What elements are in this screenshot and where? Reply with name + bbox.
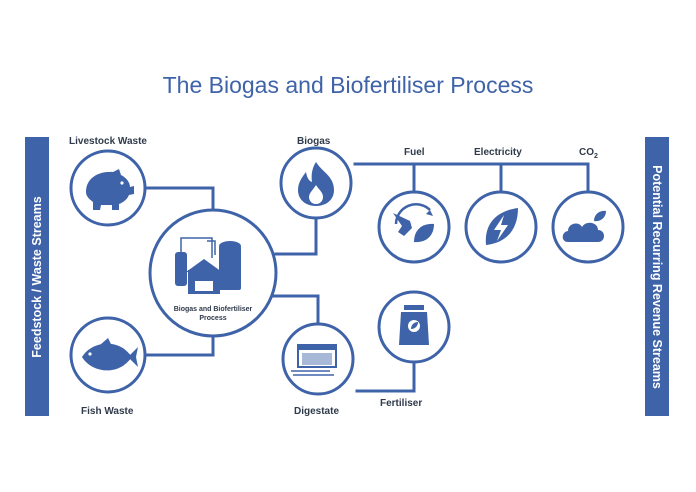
electricity-label: Electricity (474, 147, 522, 158)
fuel-nozzle-leaf-icon (393, 203, 434, 243)
biogas-node (279, 146, 353, 220)
flame-icon (298, 162, 334, 206)
connector-digestate (268, 294, 320, 328)
connector-fish (142, 332, 215, 357)
fish-icon (82, 338, 138, 371)
electricity-node (464, 190, 538, 264)
fish-waste-node (69, 316, 147, 394)
digestate-tank-icon (291, 344, 337, 376)
co2-label-subscript: 2 (594, 153, 598, 160)
process-label-line1: Biogas and Biofertiliser (173, 306, 253, 313)
digestate-node (281, 322, 355, 396)
biogas-label: Biogas (297, 136, 331, 147)
livestock-waste-label: Livestock Waste (69, 136, 147, 147)
process-label-line2: Process (199, 315, 227, 322)
fuel-label: Fuel (404, 147, 425, 158)
co2-label: CO2 (579, 147, 598, 160)
pig-icon (86, 169, 134, 210)
fertiliser-node (377, 290, 451, 364)
connector-fertiliser (355, 360, 416, 393)
fuel-node (377, 190, 451, 264)
fertiliser-bag-icon (399, 305, 429, 345)
livestock-waste-node (69, 149, 147, 227)
co2-node (551, 190, 625, 264)
fish-waste-label: Fish Waste (81, 406, 134, 417)
co2-label-text: CO (579, 147, 594, 158)
revenue-sidebar: Potential Recurring Revenue Streams (645, 137, 669, 416)
feedstock-sidebar: Feedstock / Waste Streams (25, 137, 49, 416)
connector-biogas (274, 216, 318, 256)
fertiliser-label: Fertiliser (380, 398, 423, 409)
process-label: Biogas and Biofertiliser Process (153, 305, 273, 323)
connectors (142, 162, 590, 393)
connector-livestock (142, 186, 215, 214)
lightning-leaf-icon (485, 208, 518, 245)
page-title: The Biogas and Biofertiliser Process (162, 72, 534, 98)
connector-revenue-bus (353, 162, 590, 194)
biogas-plant-icon (175, 237, 241, 294)
co2-cloud-icon (562, 210, 606, 242)
process-node (148, 208, 278, 338)
digestate-label: Digestate (294, 406, 340, 417)
